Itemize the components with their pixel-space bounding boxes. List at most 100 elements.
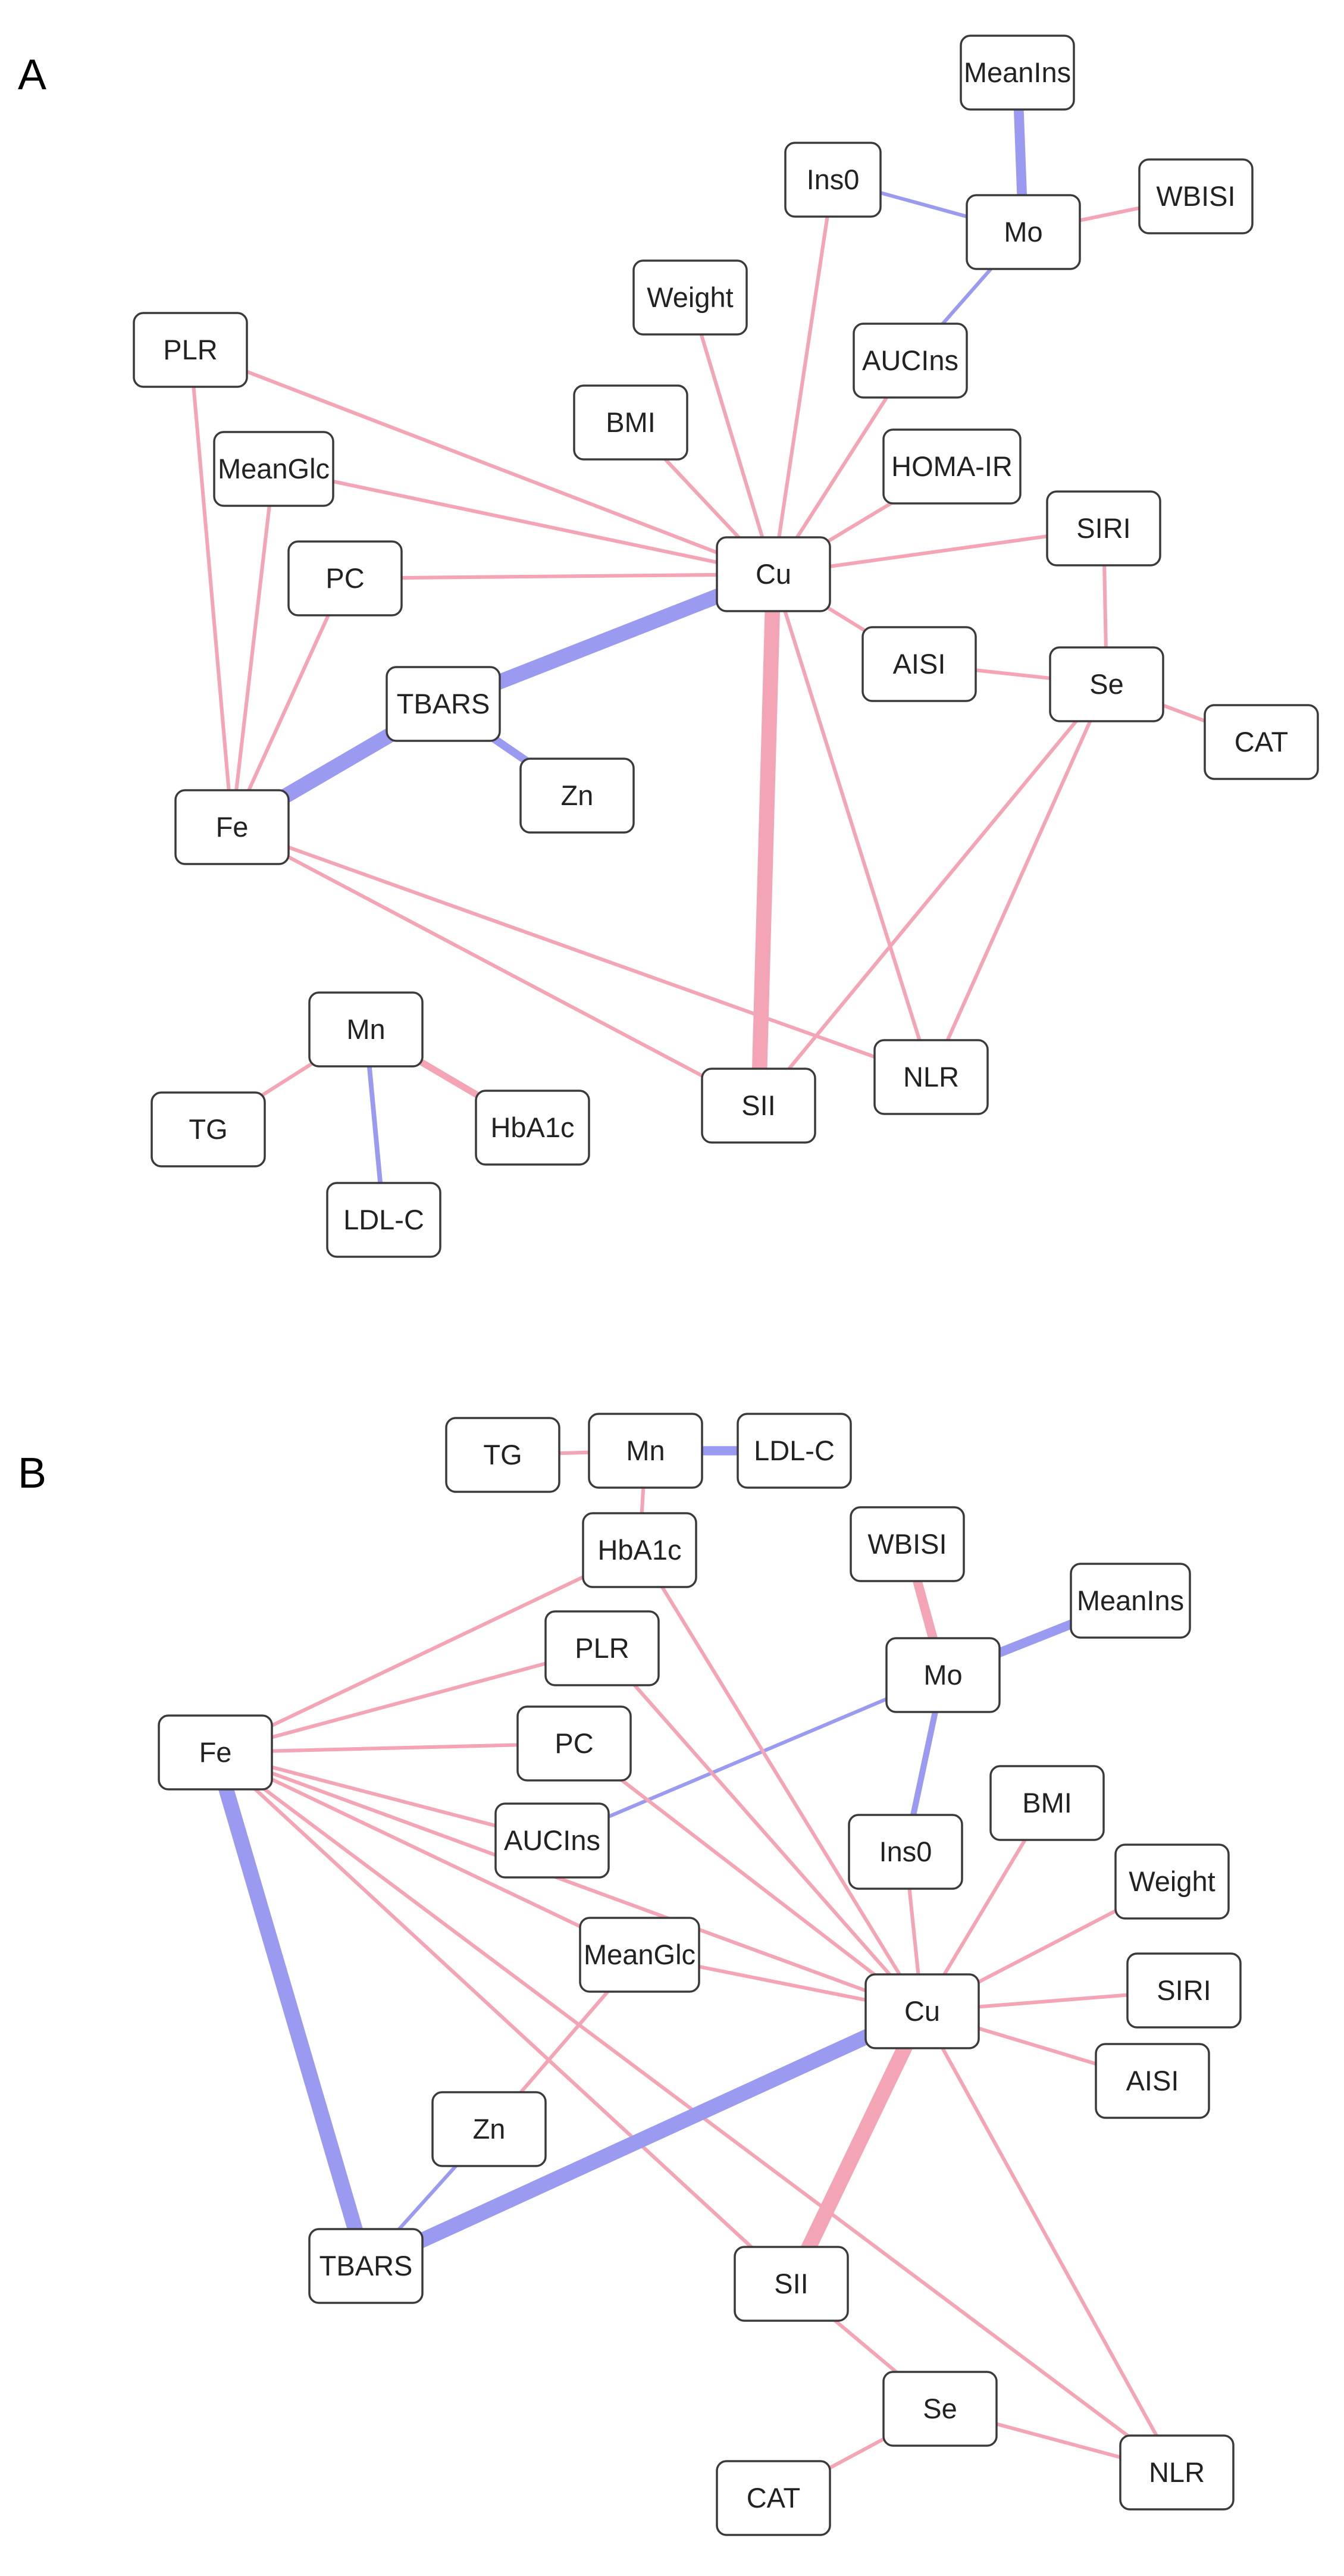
node-box <box>213 431 334 507</box>
node-label: Zn <box>561 780 594 811</box>
node-box <box>544 1610 660 1686</box>
node-ins0: Ins0 <box>784 142 882 218</box>
node-se: Se <box>882 2371 998 2447</box>
node-label: CAT <box>747 2482 801 2514</box>
node-box <box>326 1182 441 1258</box>
node-label: Ins0 <box>807 164 860 195</box>
node-label: Ins0 <box>879 1836 932 1867</box>
node-label: Se <box>1089 668 1124 700</box>
edge-fe-pc <box>230 577 347 828</box>
edge-cu-sii <box>784 2008 929 2287</box>
node-label: Mn <box>346 1013 385 1045</box>
edge-fe-pc <box>215 1741 575 1755</box>
node-label: Mo <box>1004 216 1042 248</box>
panel-label-a: A <box>18 51 46 99</box>
node-cu: Cu <box>864 1973 980 2049</box>
node-nlr: NLR <box>1119 2434 1235 2511</box>
node-box <box>158 1714 273 1791</box>
edge-cu-plr <box>600 1647 924 2013</box>
node-label: Mo <box>923 1659 962 1691</box>
node-cat: CAT <box>1204 704 1319 780</box>
node-label: PLR <box>163 334 217 365</box>
node-ins0: Ins0 <box>848 1814 963 1890</box>
edge-cu-nlr <box>920 2010 1179 2474</box>
node-box <box>989 1765 1105 1841</box>
node-label: WBISI <box>1156 180 1235 212</box>
node-tbars: TBARS <box>386 666 501 742</box>
node-box <box>882 428 1022 505</box>
node-weight: Weight <box>632 259 748 336</box>
node-sii: SII <box>701 1068 816 1144</box>
node-pc: PC <box>516 1705 632 1782</box>
node-label: LDL-C <box>754 1435 835 1466</box>
node-fe: Fe <box>158 1714 273 1791</box>
edge-fe-nlr <box>231 825 932 1079</box>
edge-cu-pc <box>573 1742 923 2013</box>
node-hba1c: HbA1c <box>475 1090 590 1166</box>
node-box <box>882 2371 998 2447</box>
node-box <box>1204 704 1319 780</box>
node-label: AUCIns <box>862 345 958 376</box>
node-box <box>431 2091 547 2167</box>
node-pc: PC <box>287 540 403 616</box>
node-tbars: TBARS <box>308 2228 424 2304</box>
edge-fe-plr <box>188 349 234 828</box>
node-box <box>885 1637 1001 1713</box>
node-fe: Fe <box>174 789 290 865</box>
edge-fe-cu <box>214 1751 923 2013</box>
edge-fe-hba1c <box>214 1548 641 1754</box>
node-mn: Mn <box>588 1413 703 1489</box>
edge-cu-nlr <box>772 574 933 1078</box>
node-meanins: MeanIns <box>1070 1563 1191 1639</box>
edge-fe-meanglc <box>230 468 276 828</box>
node-label: AUCIns <box>504 1824 600 1856</box>
node-label: TBARS <box>319 2250 413 2281</box>
node-nlr: NLR <box>873 1039 989 1115</box>
node-label: MeanGlc <box>584 1939 696 1970</box>
node-box <box>737 1413 852 1489</box>
node-plr: PLR <box>133 312 248 388</box>
node-label: TG <box>189 1113 227 1145</box>
node-label: Se <box>923 2393 957 2424</box>
node-plr: PLR <box>544 1610 660 1686</box>
edge-se-nlr <box>929 683 1108 1078</box>
node-box <box>174 789 290 865</box>
node-box <box>734 2246 849 2322</box>
edge-cu-ins0 <box>771 179 835 575</box>
node-ldl-c: LDL-C <box>326 1182 441 1258</box>
edge-cu-tbars <box>362 2004 926 2273</box>
edge-cu-pc <box>344 572 774 581</box>
node-aisi: AISI <box>1095 2043 1210 2119</box>
node-label: MeanIns <box>964 57 1071 88</box>
node-box <box>494 1802 610 1879</box>
node-bmi: BMI <box>573 384 688 461</box>
node-label: HbA1c <box>490 1112 574 1143</box>
edge-mo-aucins <box>551 1673 944 1842</box>
node-box <box>1070 1563 1191 1639</box>
node-box <box>151 1091 266 1168</box>
node-siri: SIRI <box>1046 490 1161 566</box>
node-label: TG <box>483 1439 522 1470</box>
node-hba1c: HbA1c <box>582 1512 697 1588</box>
node-label: Zn <box>473 2113 506 2145</box>
node-cu: Cu <box>716 536 831 612</box>
node-label: HOMA-IR <box>891 450 1013 482</box>
node-se: Se <box>1049 646 1164 722</box>
node-label: PLR <box>575 1632 629 1664</box>
node-box <box>573 384 688 461</box>
node-tg: TG <box>445 1417 560 1493</box>
node-label: Mn <box>626 1435 665 1466</box>
node-box <box>1095 2043 1210 2119</box>
node-label: PC <box>554 1727 593 1759</box>
node-sii: SII <box>734 2246 849 2322</box>
node-label: MeanIns <box>1077 1585 1184 1616</box>
node-meanglc: MeanGlc <box>213 431 334 507</box>
node-label: LDL-C <box>343 1204 424 1235</box>
node-label: AISI <box>1126 2065 1179 2096</box>
node-box <box>579 1917 700 1993</box>
node-label: BMI <box>1022 1787 1072 1818</box>
node-box <box>864 1973 980 2049</box>
